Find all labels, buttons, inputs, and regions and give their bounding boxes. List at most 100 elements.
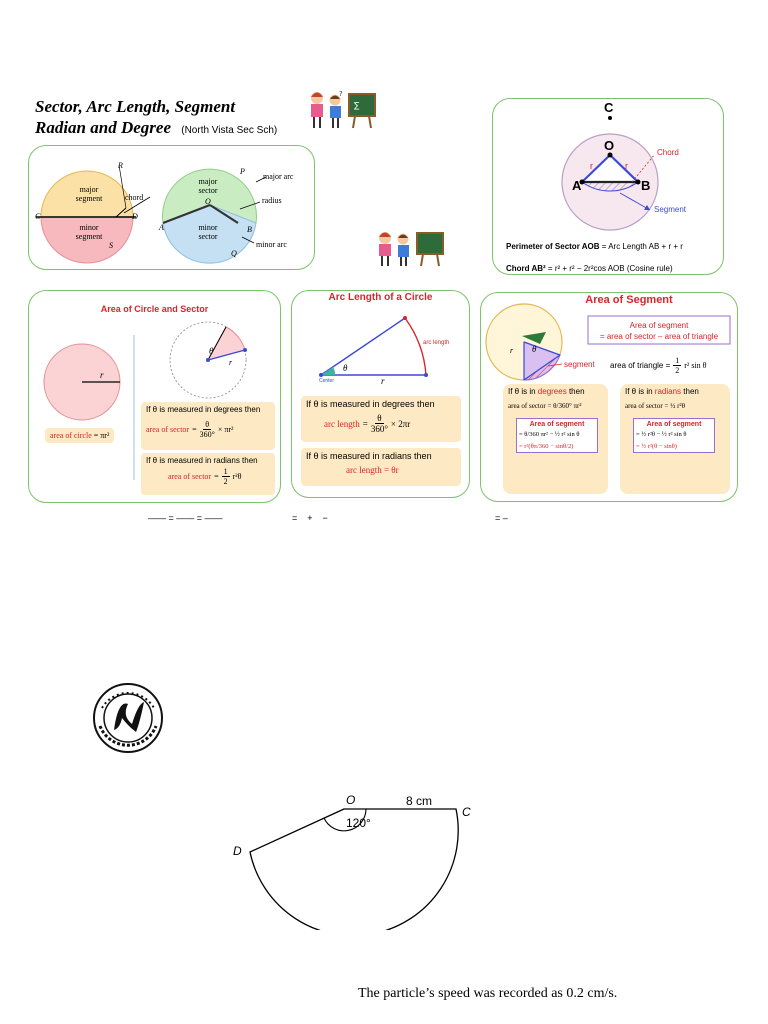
segment-degrees-condition: If θ is in degrees then	[508, 387, 603, 396]
point-b-label: B	[641, 178, 651, 193]
point-o-label: O	[346, 793, 356, 807]
segment-radians-box: If θ is in radians then area of sector =…	[620, 384, 730, 494]
point-p-label: P	[240, 167, 245, 176]
point-a-label: A	[572, 178, 582, 193]
point-c-label: C	[604, 100, 614, 115]
segment-degrees-result-title: Area of segment	[529, 421, 585, 428]
sector-ocd-labels: O 8 cm C D 120°	[230, 790, 490, 930]
chord-cosine-formula: Chord AB² = r² + r² − 2r²cos AOB (Cosine…	[506, 264, 673, 273]
area-degrees-box: If θ is measured in degrees then area of…	[141, 402, 275, 450]
point-c-label: C	[35, 212, 41, 221]
radius-length-label: 8 cm	[406, 794, 433, 808]
area-radians-denominator: 2	[223, 477, 228, 486]
segment-definition-line2: = area of sector – area of triangle	[599, 332, 719, 341]
arc-radians-box: If θ is measured in radians then arc len…	[301, 448, 461, 486]
segment-degrees-box: If θ is in degrees then area of sector =…	[503, 384, 608, 494]
perimeter-expression: = Arc Length AB + r + r	[599, 242, 683, 251]
segment-degrees-result: Area of segment = θ/360 πr² − ½ r² sin θ…	[516, 418, 598, 453]
chord-expression: = r² + r² − 2r²cos AOB (Cosine rule)	[545, 264, 673, 273]
sector-radius-label: r	[229, 358, 233, 367]
major-arc-label: major arc	[263, 172, 294, 181]
area-radians-tail: r²θ	[232, 472, 242, 481]
area-segment-diagram	[485, 303, 731, 381]
point-d-label: D	[233, 844, 242, 858]
segment-panel-title: Area of Segment	[585, 294, 673, 306]
area-circle-formula: area of circle = πr²	[45, 428, 115, 443]
circle-radius-label: r	[100, 370, 104, 380]
point-r-label: R	[118, 161, 123, 170]
area-radians-box: If θ is measured in radians then area of…	[141, 453, 275, 495]
area-circle-rhs: = πr²	[93, 431, 110, 440]
arc-length-content: Arc Length of a Circle arc length θ r Ce…	[291, 290, 470, 498]
radius-r-left: r	[590, 161, 593, 171]
segment-radians-line1: = ½ r²θ − ½ r² sin θ	[636, 431, 687, 438]
angle-label: 120°	[346, 816, 371, 830]
point-d-label: D	[132, 212, 138, 221]
area-degrees-fraction: θ 360°	[200, 420, 215, 439]
page-title: Sector, Arc Length, Segment Radian and D…	[35, 96, 277, 141]
segment-definition-line1: Area of segment	[629, 321, 689, 330]
area-degrees-tail: × πr²	[217, 425, 234, 434]
arc-degrees-box: If θ is measured in degrees then arc len…	[301, 396, 461, 442]
area-radians-numerator: 1	[221, 467, 230, 477]
segment-radians-condition: If θ is in radians then	[625, 387, 725, 396]
area-radians-formula: area of sector= 1 2 r²θ	[168, 467, 242, 486]
area-degrees-lhs: area of sector	[146, 425, 190, 434]
title-line-2-text: Radian and Degree	[35, 118, 171, 137]
segment-degrees-word: degrees	[537, 387, 567, 396]
perimeter-formula: Perimeter of Sector AOB = Arc Length AB …	[506, 242, 683, 251]
segment-radians-result-title: Area of segment	[646, 421, 702, 428]
area-degrees-denominator: 360°	[199, 430, 215, 439]
major-segment-label: major segment	[75, 185, 103, 203]
area-segment-content: Area of Segment Area of segment = area o…	[480, 292, 738, 502]
area-degrees-numerator: θ	[203, 420, 212, 430]
segments-sectors-diagram	[36, 164, 267, 264]
segment-radians-line2: = ½ r²(θ − sinθ)	[636, 443, 677, 450]
perimeter-heading: Perimeter of Sector AOB	[506, 242, 600, 251]
triangle-area-formula: area of triangle = 1 2 r² sin θ	[610, 356, 707, 375]
arc-radius-label: r	[381, 376, 385, 386]
segment-radians-sector: area of sector = ½ r²θ	[625, 402, 685, 410]
arc-degrees-condition: If θ is measured in degrees then	[306, 399, 435, 409]
radius-label: radius	[262, 196, 282, 205]
point-q-label: Q	[231, 249, 237, 258]
minor-sector-label: minor sector	[198, 223, 218, 241]
segment-degrees-if: If θ is in	[508, 387, 538, 396]
segment-degrees-line1: = θ/360 πr² − ½ r² sin θ	[519, 431, 580, 438]
segment-theta-label: θ	[532, 344, 537, 354]
triangle-area-fraction: 1 2	[673, 356, 682, 375]
area-radians-condition: If θ is measured in radians then	[146, 456, 258, 465]
sector-aob-labels: C O A B r r Chord Segment Perimeter of S…	[492, 98, 724, 275]
point-s-label: S	[109, 241, 113, 250]
segment-degrees-sector: area of sector = θ/360° πr²	[508, 402, 582, 410]
triangle-area-lhs: area of triangle =	[610, 361, 671, 370]
kids-blackboard-illustration: ∑ ?	[311, 90, 376, 129]
segment-diagram-label: segment	[564, 360, 595, 369]
point-c-label: C	[462, 805, 471, 819]
segment-radius-label: r	[510, 346, 514, 355]
area-circle-lhs: area of circle	[50, 431, 92, 440]
stray-fragment-1: —— = —— = ——	[148, 513, 223, 523]
stray-fragment-2: = + −	[292, 513, 328, 523]
triangle-area-denominator: 2	[675, 366, 680, 375]
chord-label: Chord	[657, 148, 679, 157]
radius-r-right: r	[625, 161, 628, 171]
arc-theta-label: θ	[343, 363, 348, 373]
area-panel-title: Area of Circle and Sector	[100, 304, 209, 314]
area-degrees-condition: If θ is measured in degrees then	[146, 405, 261, 414]
svg-text:∑: ∑	[354, 101, 360, 110]
school-logo	[93, 683, 163, 753]
title-line-2: Radian and Degree (North Vista Sec Sch)	[35, 117, 277, 141]
triangle-area-numerator: 1	[673, 356, 682, 366]
chord-heading: Chord AB²	[506, 264, 546, 273]
area-circle-sector-content: Area of Circle and Sector r θ r area of …	[28, 290, 281, 503]
title-line-1: Sector, Arc Length, Segment	[35, 97, 236, 116]
major-sector-label: major sector	[198, 177, 218, 195]
chord-label: chord	[125, 193, 144, 202]
sector-theta-label: θ	[209, 346, 214, 356]
arc-degrees-tail: × 2πr	[390, 418, 411, 429]
arc-degrees-fraction: θ 360°	[371, 413, 388, 434]
minor-arc-label: minor arc	[256, 240, 287, 249]
segment-radians-then: then	[681, 387, 699, 396]
arc-radians-formula: arc length = θr	[346, 465, 399, 475]
